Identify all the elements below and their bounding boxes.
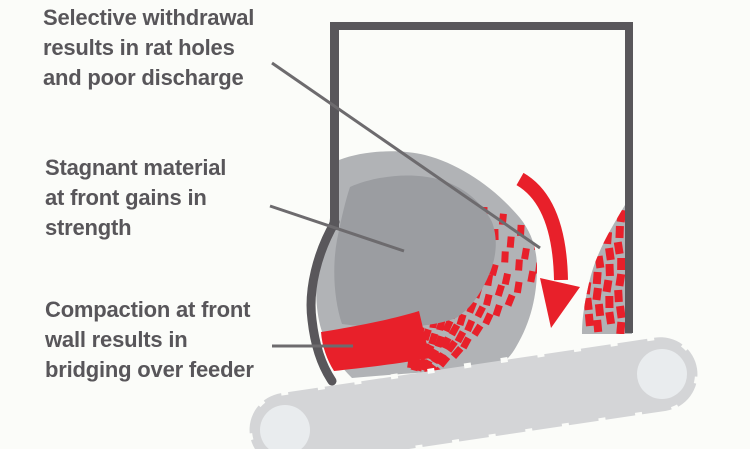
flow-dash	[456, 313, 467, 326]
belt-body	[249, 337, 698, 449]
flow-dash	[605, 295, 614, 309]
caption-line: Compaction at front	[45, 297, 251, 322]
flow-dash	[613, 241, 624, 255]
flow-dash	[515, 259, 523, 271]
flow-dash	[605, 311, 616, 325]
flow-dash	[501, 272, 512, 286]
flow-dash	[582, 281, 592, 295]
hopper-front-wall-curve	[306, 217, 340, 386]
bin-top-wall	[330, 22, 633, 30]
flow-dash	[474, 305, 486, 319]
flow-dash	[466, 300, 477, 314]
flow-dash	[593, 319, 603, 333]
conveyor-belt	[247, 334, 700, 449]
belt-roller-left	[260, 405, 310, 449]
flow-arrow-head	[540, 278, 580, 328]
flow-dash	[448, 323, 461, 337]
caption-line: results in rat holes	[43, 35, 235, 60]
caption-line: wall results in	[45, 327, 188, 352]
flow-dash	[434, 335, 445, 348]
flow-dash	[535, 262, 537, 275]
belt-roller-right	[637, 349, 687, 399]
bin-right-wall	[625, 22, 633, 333]
flow-dash	[616, 209, 627, 223]
flow-dash	[442, 319, 454, 333]
caption-line: and poor discharge	[43, 65, 244, 90]
bin-left-wall	[330, 22, 339, 230]
leader-line-rathole	[271, 61, 541, 250]
flow-dash	[440, 336, 452, 350]
flow-dash	[428, 332, 439, 346]
flow-dash	[483, 293, 493, 307]
flow-dash	[513, 281, 523, 294]
caption-line: bridging over feeder	[45, 357, 254, 382]
flow-dash	[521, 247, 530, 260]
flow-dash	[427, 348, 439, 362]
flow-dash	[460, 336, 472, 350]
flow-dash	[494, 284, 505, 297]
caption-compaction: Compaction at front wall results in brid…	[45, 295, 254, 385]
flow-dash	[616, 321, 626, 334]
flow-dash	[615, 225, 624, 239]
flow-dash	[464, 319, 476, 333]
flow-dash	[482, 312, 494, 326]
flow-dash	[592, 287, 602, 301]
flow-dash	[584, 313, 594, 327]
caption-line: strength	[45, 215, 132, 240]
flow-dash	[605, 247, 615, 261]
flow-dash	[501, 251, 509, 263]
caption-line: at front gains in	[45, 185, 207, 210]
leader-line-stagnant	[269, 204, 405, 253]
stagnant-core	[334, 175, 496, 328]
flow-dash	[617, 257, 626, 271]
caption-line: Selective withdrawal	[43, 5, 255, 30]
flow-dash	[614, 289, 623, 303]
compacted-zone	[321, 311, 430, 371]
flow-dash	[445, 339, 458, 353]
flow-dash	[603, 231, 613, 245]
flow-dash	[616, 305, 626, 319]
flow-dash	[431, 351, 443, 365]
caption-line: Stagnant material	[45, 155, 227, 180]
flow-dash	[492, 304, 503, 317]
flow-dash	[602, 279, 613, 293]
flow-dash	[594, 255, 605, 269]
flow-dash	[504, 293, 516, 307]
flow-dash	[527, 270, 537, 283]
flow-dash	[592, 271, 602, 285]
flow-dash	[583, 297, 593, 311]
caption-stagnant: Stagnant material at front gains in stre…	[45, 153, 226, 243]
flow-arrow-shaft	[516, 172, 568, 281]
belt-notches	[247, 334, 700, 449]
flow-dash	[605, 263, 614, 277]
caption-rathole: Selective withdrawal results in rat hole…	[43, 3, 254, 93]
flow-dash	[506, 236, 515, 248]
flow-dash	[450, 346, 464, 359]
flow-dash	[471, 323, 484, 337]
flow-dash	[594, 303, 605, 317]
flow-dash	[454, 330, 467, 344]
flow-dash	[615, 273, 626, 287]
